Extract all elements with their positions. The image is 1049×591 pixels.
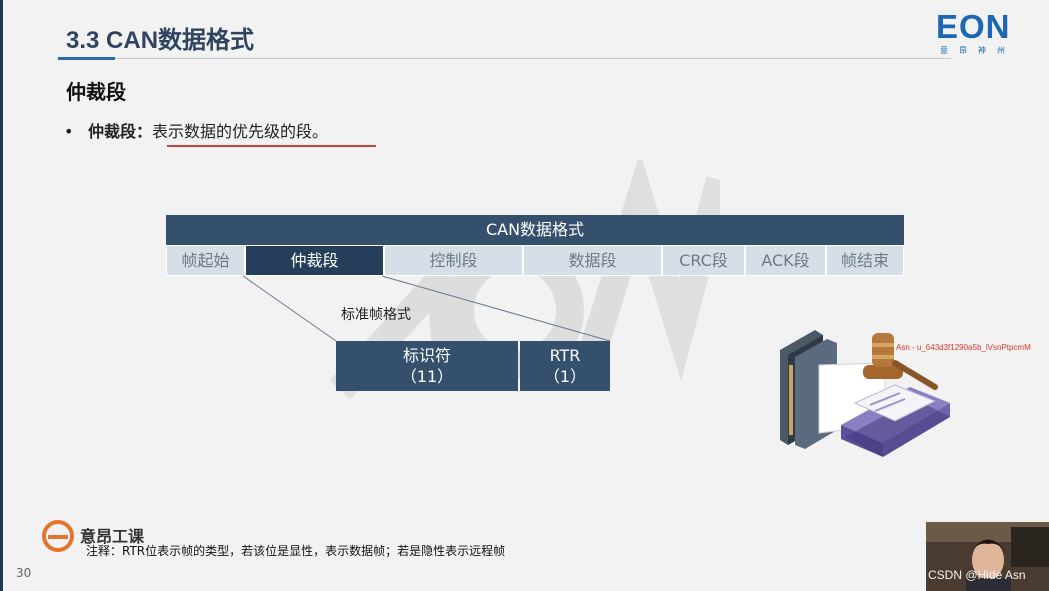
- cell-ack: ACK段: [745, 245, 826, 276]
- identifier-box: 标识符 （11）: [336, 341, 518, 391]
- bullet-item: • 仲裁段：表示数据的优先级的段。: [64, 118, 328, 142]
- webcam-caption: CSDN @Hide Asn: [928, 568, 1026, 582]
- cell-crc: CRC段: [662, 245, 745, 276]
- standard-frame-label: 标准帧格式: [341, 307, 411, 323]
- logo-text: EON: [936, 8, 1011, 45]
- gavel-icon: [863, 333, 938, 390]
- bullet-term: 仲裁段：: [88, 122, 153, 141]
- identifier-name: 标识符: [402, 346, 451, 365]
- footnote: 注释：RTR位表示帧的类型，若该位是显性，表示数据帧；若是隐性表示远程帧: [86, 544, 506, 558]
- user-watermark-tag: Asn - u_643d3f1290a5b_lVsnPtpcmM: [896, 343, 1031, 352]
- eon-logo: EON 意昂神州: [936, 10, 1022, 58]
- rtr-name: RTR: [549, 346, 581, 365]
- watermark-logo: [329, 160, 720, 400]
- cell-eof: 帧结束: [826, 245, 904, 276]
- highlight-underline: [167, 145, 376, 147]
- logo-subtitle: 意昂神州: [940, 46, 1016, 55]
- window-edge: [0, 0, 3, 591]
- law-books-illustration: [780, 330, 950, 457]
- webcam-overlay: [926, 522, 1049, 591]
- bullet-description: 表示数据的优先级的段。: [152, 122, 329, 141]
- brand-name: 意昂工课: [80, 527, 145, 546]
- title-divider-accent: [58, 57, 115, 60]
- can-format-header: CAN数据格式: [166, 215, 904, 245]
- cell-control: 控制段: [384, 245, 523, 276]
- cell-sof: 帧起始: [166, 245, 245, 276]
- cell-data: 数据段: [523, 245, 662, 276]
- page-number: 30: [16, 566, 32, 580]
- books-icon: [780, 330, 950, 457]
- slide-title: 3.3 CAN数据格式: [66, 27, 255, 54]
- rtr-bits: （1）: [543, 367, 587, 386]
- bullet-dot: •: [64, 122, 74, 141]
- identifier-bits: （11）: [400, 367, 454, 386]
- section-heading: 仲裁段: [66, 80, 126, 104]
- rtr-box: RTR （1）: [520, 341, 610, 391]
- cell-arbitration: 仲裁段: [245, 245, 384, 276]
- presenter-avatar: [926, 522, 1049, 591]
- title-divider: [58, 58, 951, 59]
- brand-e-logo: [42, 520, 74, 552]
- can-format-row: 帧起始 仲裁段 控制段 数据段 CRC段 ACK段 帧结束: [166, 245, 904, 276]
